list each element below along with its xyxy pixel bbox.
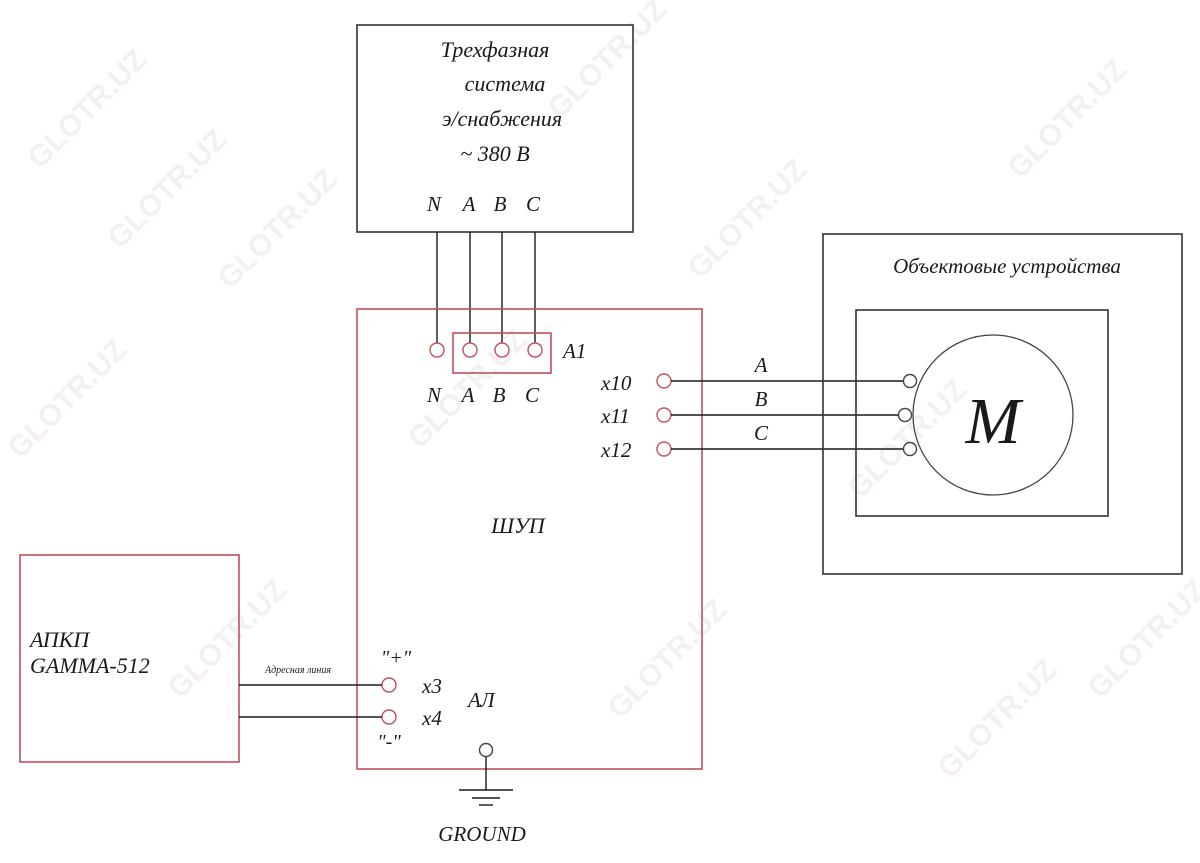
motor-terminal-a <box>902 373 918 389</box>
address-terminal-label: x4 <box>421 706 442 730</box>
address-group-label: АЛ <box>466 688 496 712</box>
power-supply-title-line: э/снабжения <box>442 106 562 131</box>
supply-terminal-label: A <box>461 192 476 216</box>
power-supply-title-line: Трехфазная <box>441 37 550 62</box>
power-supply-box <box>356 24 634 233</box>
supply-terminal-label: C <box>526 192 541 216</box>
motor-wire-label: B <box>755 387 768 411</box>
watermark: GLOTR.UZ <box>102 123 234 255</box>
watermark: GLOTR.UZ <box>682 153 814 285</box>
watermark: GLOTR.UZ <box>212 163 344 295</box>
terminal-x11 <box>656 407 672 423</box>
address-line-label: Адресная линия <box>264 665 331 676</box>
motor-wire-label: A <box>753 353 768 377</box>
address-line: Адресная линия <box>239 665 382 718</box>
output-terminal-label: x12 <box>600 438 632 462</box>
fire-panel-box <box>19 554 240 763</box>
input-block-label: A1 <box>561 339 586 363</box>
watermark: GLOTR.UZ <box>932 653 1064 785</box>
watermark: GLOTR.UZ <box>1082 573 1200 705</box>
supply-terminal-label: N <box>426 192 442 216</box>
power-supply-title-line: система <box>465 71 546 96</box>
ground-symbol: GROUND <box>438 757 526 846</box>
terminal-a <box>462 342 478 358</box>
input-terminal-label: N <box>426 383 442 407</box>
polarity-plus-label: "+" <box>381 647 412 669</box>
fire-panel-line: GAMMA-512 <box>30 653 150 678</box>
motor-icon <box>912 334 1074 496</box>
address-terminal-label: x3 <box>421 674 442 698</box>
watermark: GLOTR.UZ <box>1002 53 1134 185</box>
output-terminal-label: x10 <box>600 371 632 395</box>
polarity-minus-label: "-" <box>377 731 401 753</box>
control-panel-block: A1 N A B C x10 x11 x12 ШУП "+" x3 x4 "-"… <box>356 308 703 770</box>
supply-terminal-label: B <box>494 192 507 216</box>
watermark: GLOTR.UZ <box>602 593 734 725</box>
terminal-x10 <box>656 373 672 389</box>
terminal-x4 <box>381 709 397 725</box>
fire-panel-block: АПКП GAMMA-512 <box>19 554 240 763</box>
motor-terminal-c <box>902 441 918 457</box>
terminal-n <box>429 342 445 358</box>
terminal-x12 <box>656 441 672 457</box>
power-supply-title-line: ~ 380 В <box>460 141 529 166</box>
watermark: GLOTR.UZ <box>2 333 134 465</box>
terminal-b <box>494 342 510 358</box>
control-panel-name: ШУП <box>490 513 546 538</box>
motor-label: M <box>965 385 1025 458</box>
watermark: GLOTR.UZ <box>22 43 154 175</box>
output-terminal-label: x11 <box>600 404 630 428</box>
motor-wires: A B C <box>671 353 904 450</box>
field-devices-title: Объектовые устройства <box>893 254 1121 278</box>
terminal-x3 <box>381 677 397 693</box>
field-devices-block: Объектовые устройства M <box>822 233 1183 575</box>
motor-enclosure <box>855 309 1109 517</box>
input-block-a1 <box>452 332 552 374</box>
control-panel-box <box>356 308 703 770</box>
field-devices-box <box>822 233 1183 575</box>
power-supply-block: Трехфазная система э/снабжения ~ 380 В N… <box>356 24 634 233</box>
fire-panel-line: АПКП <box>28 627 90 652</box>
motor-wire-label: C <box>754 421 769 445</box>
motor-terminal-b <box>897 407 913 423</box>
input-terminal-label: A <box>460 383 475 407</box>
terminal-c <box>527 342 543 358</box>
input-terminal-label: C <box>525 383 540 407</box>
input-terminal-label: B <box>493 383 506 407</box>
ground-label: GROUND <box>438 822 526 846</box>
supply-wires <box>436 232 536 343</box>
terminal-ground <box>478 742 494 758</box>
